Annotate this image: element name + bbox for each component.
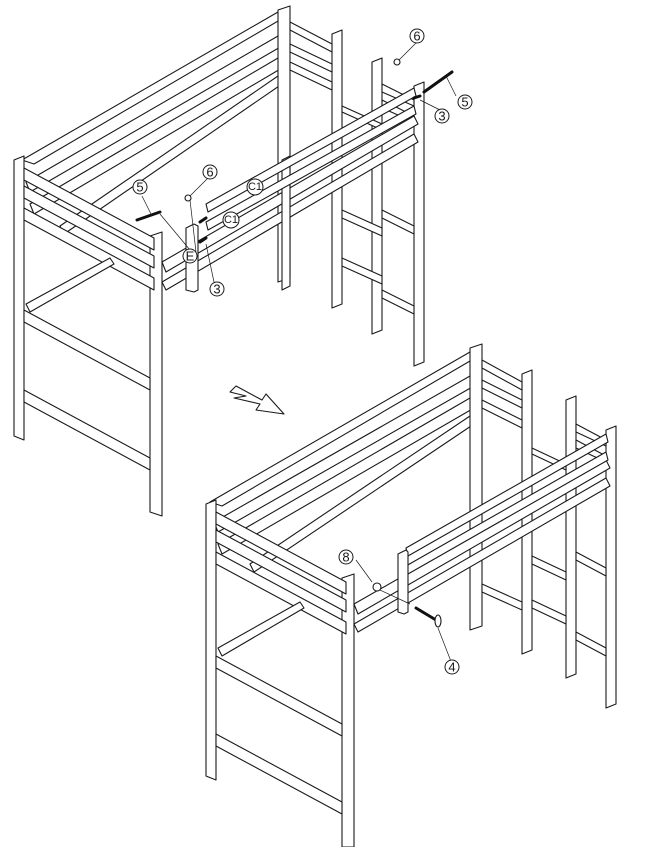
bolt-4 — [414, 606, 438, 622]
bolt-3-top — [412, 94, 422, 100]
callout-6-top: 6 — [409, 28, 425, 44]
nut-6-left — [184, 194, 192, 202]
svg-text:C1: C1 — [224, 214, 238, 226]
svg-text:3: 3 — [438, 109, 445, 124]
callout-3-top: 3 — [434, 108, 450, 124]
svg-text:6: 6 — [206, 165, 213, 180]
bolt-3-a — [198, 216, 208, 224]
svg-text:6: 6 — [413, 29, 420, 44]
washer-4 — [434, 614, 442, 628]
bed-frame-before — [13, 5, 425, 517]
callout-3-left: 3 — [209, 281, 225, 297]
svg-text:5: 5 — [461, 95, 468, 110]
callout-e: E — [182, 248, 198, 264]
callout-5-left: 5 — [132, 179, 148, 195]
svg-text:C1: C1 — [248, 181, 262, 193]
svg-text:4: 4 — [448, 660, 455, 675]
next-step-arrow-icon — [229, 385, 285, 415]
callout-c1-lower: C1 — [222, 211, 240, 229]
callout-c1-upper: C1 — [246, 178, 264, 196]
callouts-before: 6 5 3 5 6 C1 C1 E 3 — [132, 28, 473, 297]
callout-4: 4 — [444, 659, 460, 675]
callout-8: 8 — [338, 549, 354, 565]
svg-text:5: 5 — [136, 180, 143, 195]
callout-6-left: 6 — [202, 164, 218, 180]
nut-6-top — [393, 58, 401, 66]
bolt-5-left — [135, 210, 162, 222]
bolt-5-top — [422, 70, 454, 94]
fasteners-before — [135, 58, 454, 244]
callout-5-top: 5 — [457, 94, 473, 110]
callouts-after: 8 4 — [338, 549, 460, 675]
nut-8 — [372, 582, 382, 592]
svg-text:8: 8 — [342, 550, 349, 565]
bed-frame-after — [205, 343, 617, 847]
fasteners-after — [355, 559, 453, 665]
svg-text:E: E — [186, 249, 195, 264]
svg-text:3: 3 — [213, 282, 220, 297]
bolt-3-b — [198, 236, 208, 244]
